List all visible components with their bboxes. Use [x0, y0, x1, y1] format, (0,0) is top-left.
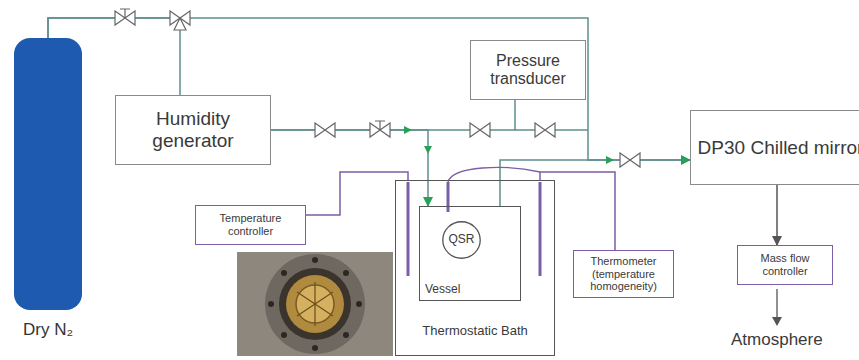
bolt-hole: [268, 301, 274, 307]
valve-symbol: [535, 123, 555, 137]
node-label: Dry N₂: [12, 320, 84, 340]
sensor-holder: [286, 275, 344, 333]
node-label: Thermometer (temperature homogeneity): [578, 255, 669, 293]
heater-rod: [407, 182, 410, 276]
pipe-connector: [776, 185, 778, 245]
bolt-hole: [356, 301, 362, 307]
pipe-connector: [500, 160, 690, 206]
bolt-hole: [343, 332, 349, 338]
outflow-arrowhead: [772, 317, 782, 326]
node-label: Temperature controller: [200, 212, 301, 237]
node-label: Humidity generator: [122, 108, 264, 152]
valve-symbol: [470, 123, 490, 137]
gas-cylinder: Dry N₂: [12, 38, 84, 356]
pipe-connector: [540, 172, 615, 250]
instrument-box: Temperature controller: [195, 205, 306, 245]
bolt-hole: [281, 270, 287, 276]
bolt-hole: [343, 270, 349, 276]
sensor-rod: [539, 182, 542, 276]
sensor-circle: QSR: [442, 221, 481, 259]
process-box: DP30 Chilled mirror: [690, 110, 859, 185]
node-label: Pressure transducer: [476, 52, 580, 89]
needle-valve-symbol: [370, 121, 390, 137]
node-label: Vessel: [425, 283, 460, 297]
outlet-label: Atmosphere: [731, 330, 823, 350]
process-box: Humidity generator: [115, 95, 271, 165]
outflow-arrow: [776, 289, 777, 318]
flange: [265, 254, 365, 354]
needle-valve-symbol: [115, 9, 135, 25]
bolt-hole: [281, 332, 287, 338]
sensor-rod: [447, 182, 450, 212]
node-label: DP30 Chilled mirror: [698, 137, 859, 159]
cylinder-shape: [12, 38, 84, 310]
bolt-hole: [312, 257, 318, 263]
node-label: Mass flow controller: [742, 252, 828, 277]
pipe-connector: [271, 100, 515, 130]
circle-shape: [443, 222, 480, 258]
pipe-connector: [306, 172, 408, 215]
bolt-hole: [312, 345, 318, 351]
three-way-valve-symbol: [170, 11, 190, 30]
pipe-connector: [271, 130, 428, 206]
flow-arrow: [404, 126, 412, 134]
node-label: Thermostatic Bath: [422, 324, 528, 339]
process-box: Pressure transducer: [470, 40, 586, 100]
instrument-box: Thermometer (temperature homogeneity): [573, 250, 674, 298]
cylinder-body: [14, 38, 82, 310]
flow-arrow: [606, 156, 614, 164]
valve-symbol: [620, 153, 640, 167]
vessel-photo: [237, 252, 393, 356]
vessel-box: Vessel QSR: [419, 206, 521, 301]
valve-symbol: [315, 123, 335, 137]
flow-arrow: [424, 146, 432, 154]
sensor-detail: [297, 282, 333, 326]
node-label: QSR: [448, 233, 474, 247]
photo-background: [237, 252, 393, 356]
instrument-box: Mass flow controller: [737, 245, 833, 285]
bath-box: Thermostatic Bath Vessel QSR: [395, 180, 555, 356]
vessel-bore: [279, 268, 351, 340]
